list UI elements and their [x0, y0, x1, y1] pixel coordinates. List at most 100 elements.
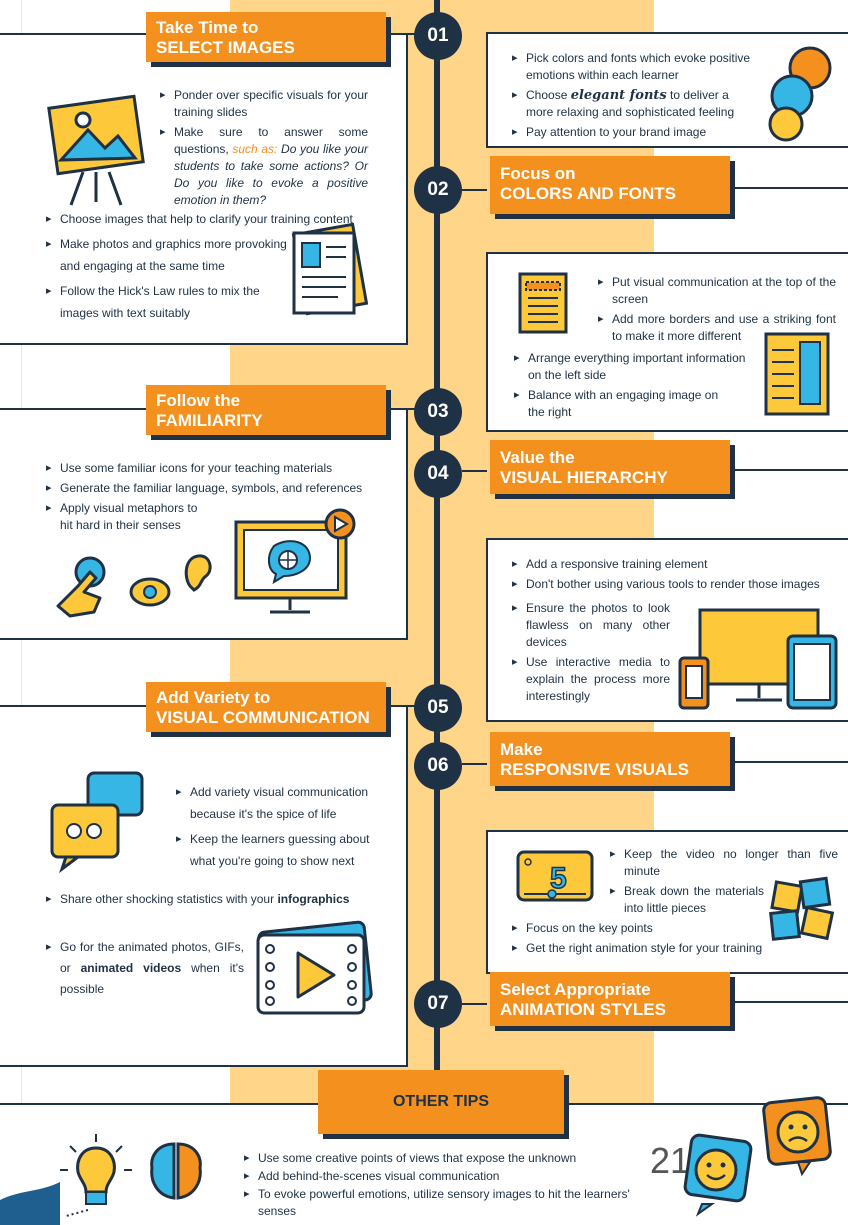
step03-bullet: Generate the familiar language, symbols,…: [44, 480, 384, 497]
card-step-06: Add a responsive training element Don't …: [486, 538, 848, 722]
card-step-05: Add variety visual communication because…: [0, 705, 408, 1067]
lightbulb-icon: [60, 1134, 132, 1217]
stats-pre: Share other shocking statistics with you…: [60, 892, 278, 906]
corner-wave-decoration: [0, 1182, 60, 1225]
step04-bullet: Put visual communication at the top of t…: [596, 274, 836, 308]
devices-icon: [678, 608, 838, 710]
document-icon: [291, 223, 368, 316]
card-step-03: Use some familiar icons for your teachin…: [0, 408, 408, 640]
title-line2: SELECT IMAGES: [156, 38, 295, 57]
node-04: 04: [414, 450, 462, 498]
easel-icon: [47, 94, 145, 206]
layout-icon: [764, 332, 830, 416]
card-step-04: Put visual communication at the top of t…: [486, 252, 848, 432]
step01-question-bullet: Make sure to answer some questions, such…: [158, 124, 368, 209]
such-as-highlight: such as:: [232, 142, 278, 156]
step07-bullet: Get the right animation style for your t…: [510, 940, 800, 957]
step05-bullet: Keep the learners guessing about what yo…: [174, 828, 384, 872]
step02-bullet: Pay attention to your brand image: [510, 124, 755, 141]
connector-07-right: [735, 1001, 848, 1003]
monitor-globe-icon: [234, 508, 356, 614]
node-01: 01: [414, 12, 462, 60]
title-line2: VISUAL HIERARCHY: [500, 468, 668, 487]
title-step-05: Add Variety to VISUAL COMMUNICATION: [146, 682, 386, 732]
document-icon: [518, 272, 568, 334]
hand-pointer-icon: [56, 556, 106, 618]
svg-text:5: 5: [550, 862, 567, 895]
title-line1: Select Appropriate: [500, 980, 651, 999]
brain-icon: [150, 1142, 202, 1200]
other-tip-bullet: Use some creative points of views that e…: [242, 1150, 662, 1167]
card-step-07: 5 Keep the video no longer than five min…: [486, 830, 848, 974]
step01-bullet: Ponder over specific visuals for your tr…: [158, 87, 368, 121]
elegant-fonts-script: elegant fonts: [570, 88, 667, 103]
step01-bullet: Follow the Hick's Law rules to mix the i…: [44, 280, 290, 324]
chat-bubbles-icon: [50, 771, 144, 874]
title-line1: Add Variety to: [156, 688, 271, 707]
title-line2: ANIMATION STYLES: [500, 1000, 666, 1019]
fonts-pre: Choose: [526, 88, 571, 102]
sad-bubble-icon: [762, 1096, 832, 1177]
step07-bullet: Keep the video no longer than five minut…: [608, 846, 838, 880]
title-step-07: Select Appropriate ANIMATION STYLES: [490, 972, 730, 1026]
step05-animated-bullet: Go for the animated photos, GIFs, or ani…: [44, 937, 244, 1000]
question-text: Do you like your students to take some a…: [174, 142, 368, 207]
card-step-02: Pick colors and fonts which evoke positi…: [486, 32, 848, 148]
node-05: 05: [414, 684, 462, 732]
title-step-03: Follow the FAMILIARITY: [146, 385, 386, 435]
node-06: 06: [414, 742, 462, 790]
step02-bullet: Pick colors and fonts which evoke positi…: [510, 50, 755, 84]
step06-bullet: Add a responsive training element: [510, 556, 848, 573]
question-pre: Make sure to answer some questions,: [174, 125, 368, 156]
ear-icon: [184, 554, 212, 592]
other-tip-bullet: To evoke powerful emotions, utilize sens…: [242, 1186, 662, 1220]
title-step-01: Take Time to SELECT IMAGES: [146, 12, 386, 62]
other-tip-bullet: Add behind-the-scenes visual communicati…: [242, 1168, 662, 1185]
page-number: 21: [650, 1140, 691, 1181]
animated-videos-bold: animated videos: [80, 961, 182, 975]
step03-bullet: Use some familiar icons for your teachin…: [44, 460, 384, 477]
title-step-04: Value the VISUAL HIERARCHY: [490, 440, 730, 494]
node-03: 03: [414, 388, 462, 436]
infographics-bold: infographics: [277, 892, 350, 906]
title-line2: RESPONSIVE VISUALS: [500, 760, 689, 779]
step04-bullet: Arrange everything important information…: [512, 350, 762, 384]
node-07: 07: [414, 980, 462, 1028]
title-line1: Follow the: [156, 391, 241, 410]
fonts-post: to deliver a more relaxing and sophistic…: [526, 88, 735, 119]
connector-06-left: [462, 763, 487, 765]
title-line1: Focus on: [500, 164, 576, 183]
step06-bullet: Use interactive media to explain the pro…: [510, 654, 670, 705]
title-line1: Take Time to: [156, 18, 259, 37]
step07-bullet: Break down the materials into little pie…: [608, 883, 764, 917]
step01-bullet: Make photos and graphics more provoking …: [44, 233, 290, 277]
card-step-01: Ponder over specific visuals for your tr…: [0, 33, 408, 345]
step06-bullet: Ensure the photos to look flawless on ma…: [510, 600, 670, 651]
step05-bullet: Add variety visual communication because…: [174, 781, 384, 825]
eye-icon: [129, 577, 171, 607]
timeline-spine: [434, 0, 440, 1085]
step04-bullet: Add more borders and use a striking font…: [596, 311, 836, 345]
video-5-icon: 5: [516, 850, 594, 902]
film-play-icon: [256, 920, 373, 1015]
title-step-06: Make RESPONSIVE VISUALS: [490, 732, 730, 786]
puzzle-icon: [769, 876, 835, 941]
title-line2: COLORS AND FONTS: [500, 184, 676, 203]
step06-bullet: Don't bother using various tools to rend…: [510, 576, 848, 593]
step04-bullet: Balance with an engaging image on the ri…: [512, 387, 728, 421]
title-line1: Make: [500, 740, 543, 759]
connector-06-right: [735, 761, 848, 763]
title-other-tips: OTHER TIPS: [318, 1070, 564, 1134]
connector-02-left: [462, 189, 487, 191]
title-line1: Value the: [500, 448, 575, 467]
circles-icon: [768, 46, 832, 142]
connector-07-left: [462, 1003, 487, 1005]
title-step-02: Focus on COLORS AND FONTS: [490, 156, 730, 214]
step03-bullet: Apply visual metaphors to hit hard in th…: [44, 500, 210, 534]
node-02: 02: [414, 166, 462, 214]
step01-bullet: Choose images that help to clarify your …: [44, 211, 374, 228]
title-line2: VISUAL COMMUNICATION: [156, 708, 370, 727]
anim-pre: Go for the animated photos, GIFs, or: [60, 940, 244, 975]
anim-post: when it's possible: [60, 961, 244, 996]
step07-bullet: Focus on the key points: [510, 920, 800, 937]
